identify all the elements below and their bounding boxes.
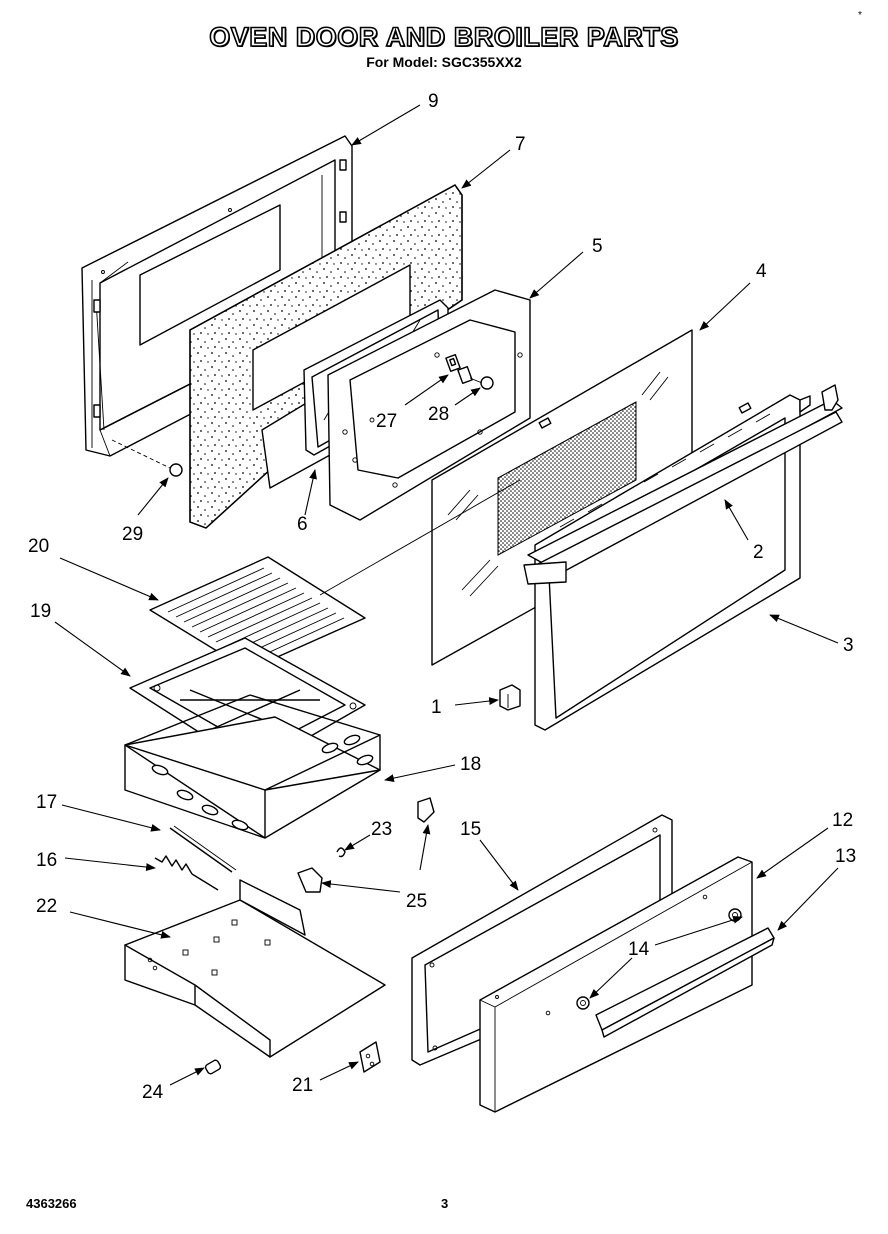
part-9-inner-door-frame <box>81 135 353 457</box>
callout-17: 17 <box>36 792 57 813</box>
part-23-clip <box>336 847 346 858</box>
page-number: 3 <box>441 1196 449 1211</box>
part-21-plate <box>359 1041 381 1073</box>
part-13-drawer-handle <box>595 927 775 1038</box>
part-24-bumper <box>204 1059 222 1075</box>
part-22-broiler-drawer-bottom <box>124 879 386 1058</box>
callout-7: 7 <box>515 134 526 155</box>
callout-28: 28 <box>428 404 449 425</box>
part-12-drawer-front <box>479 856 753 1113</box>
part-1-clip <box>499 684 521 711</box>
part-29-screw <box>111 439 183 477</box>
callout-12: 12 <box>832 810 853 831</box>
callout-6: 6 <box>297 514 308 535</box>
callout-27: 27 <box>376 411 397 432</box>
part-17-rod <box>169 825 237 873</box>
callout-15: 15 <box>460 819 481 840</box>
callout-4: 4 <box>756 261 767 282</box>
callout-2: 2 <box>753 542 764 563</box>
callout-21: 21 <box>292 1075 313 1096</box>
callout-14: 14 <box>628 939 650 960</box>
callout-9: 9 <box>428 91 439 112</box>
part-25-bracket <box>297 797 435 893</box>
callout-19: 19 <box>30 601 51 622</box>
callout-23: 23 <box>371 819 392 840</box>
alignment-line <box>319 479 521 596</box>
part-2-door-handle <box>523 384 843 585</box>
callout-29: 29 <box>122 524 143 545</box>
model-subtitle: For Model: SGC355XX2 <box>366 54 522 70</box>
leader-lines <box>54 104 839 1086</box>
callout-3: 3 <box>843 635 854 656</box>
callout-18: 18 <box>460 754 481 775</box>
corner-mark: * <box>858 10 862 21</box>
callout-25: 25 <box>406 891 427 912</box>
part-5-door-liner <box>327 289 531 521</box>
part-16-spring <box>154 855 219 891</box>
callout-20: 20 <box>28 536 49 557</box>
callout-1: 1 <box>431 697 442 718</box>
part-27-bracket <box>445 354 461 372</box>
document-number: 4363266 <box>26 1196 77 1211</box>
callout-13: 13 <box>835 846 856 867</box>
callout-16: 16 <box>36 850 57 871</box>
callout-22: 22 <box>36 896 57 917</box>
part-4-outer-door-glass <box>431 329 693 666</box>
part-28-bracket <box>457 366 494 390</box>
callout-5: 5 <box>592 236 603 257</box>
callout-24: 24 <box>142 1082 164 1103</box>
part-18-broiler-drawer-liner <box>124 694 381 839</box>
page-title: OVEN DOOR AND BROILER PARTS <box>208 21 679 53</box>
